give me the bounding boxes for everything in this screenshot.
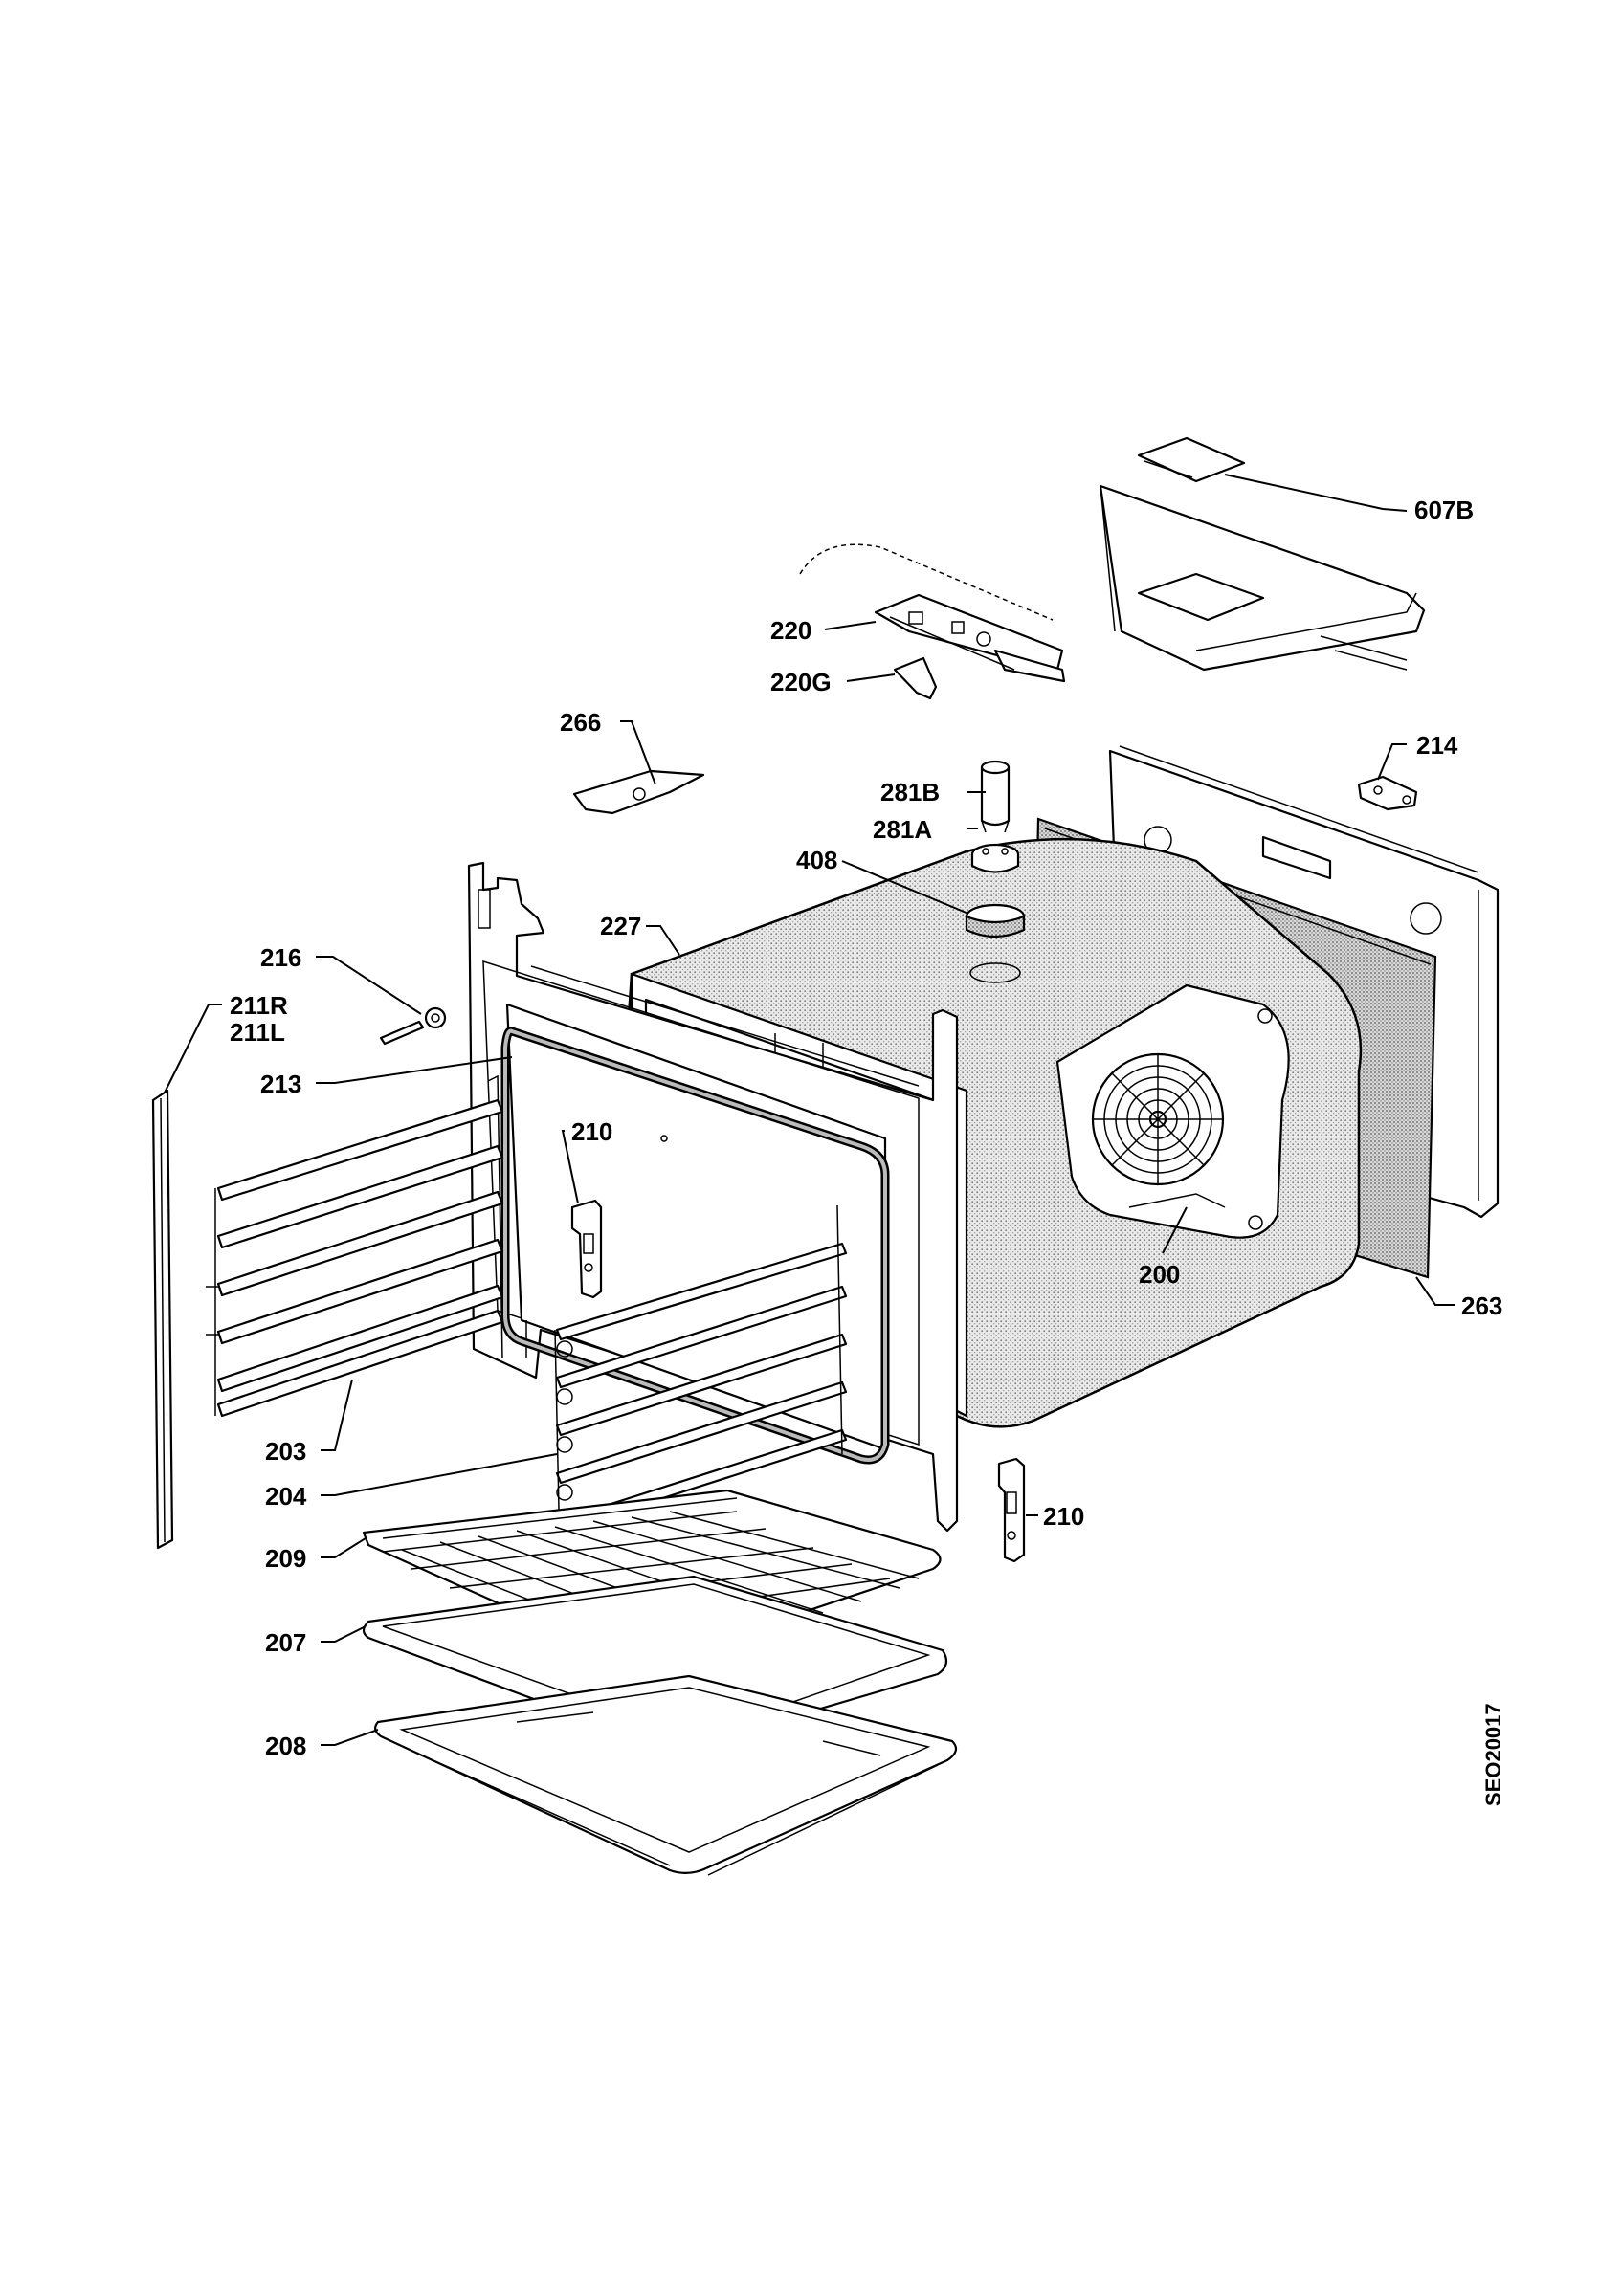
label-220G: 220G [770, 668, 832, 696]
label-213: 213 [260, 1070, 301, 1098]
roasting-pan-208 [374, 1674, 958, 1876]
clip-266 [572, 769, 705, 815]
label-281A: 281A [873, 815, 932, 844]
fan-cover-200 [1055, 983, 1290, 1239]
label-211L: 211L [230, 1018, 285, 1047]
leader-lines [164, 474, 1455, 1746]
front-frame [467, 861, 959, 1533]
label-200: 200 [1139, 1260, 1180, 1289]
bracket-220G [893, 656, 938, 700]
label-227: 227 [600, 912, 641, 940]
label-209: 209 [265, 1544, 306, 1573]
label-216: 216 [260, 943, 301, 972]
seal-strip-211 [151, 1089, 174, 1550]
latch-210-upper [570, 1199, 603, 1299]
label-207: 207 [265, 1628, 306, 1657]
diagram-code: SEO20017 [1481, 1703, 1505, 1806]
label-214: 214 [1416, 731, 1458, 760]
label-263: 263 [1461, 1292, 1502, 1320]
label-220: 220 [770, 616, 811, 645]
door-seal-213 [500, 1027, 890, 1465]
label-408: 408 [796, 846, 837, 874]
top-cover-panel [1099, 484, 1426, 672]
label-266: 266 [560, 708, 601, 737]
cover-plate-607B [1137, 436, 1246, 483]
label-281B: 281B [880, 778, 940, 806]
lamp-cover-281B [980, 760, 1011, 833]
clip-214 [1357, 775, 1418, 811]
label-607B: 607B [1414, 496, 1474, 524]
label-211R: 211R [230, 991, 288, 1020]
shelf-runner-203 [206, 1074, 504, 1418]
lamp-holder-281A [970, 843, 1020, 873]
label-203: 203 [265, 1437, 306, 1466]
screw-216 [379, 1006, 447, 1046]
label-204: 204 [265, 1482, 307, 1511]
latch-210-lower [997, 1457, 1026, 1563]
label-210-lower: 210 [1043, 1502, 1084, 1531]
lamp-glass-408 [965, 903, 1026, 983]
label-208: 208 [265, 1732, 306, 1760]
part-labels: 607B 220 220G 266 214 281B 281A 408 227 … [230, 496, 1505, 1806]
label-210-upper: 210 [571, 1117, 612, 1146]
bracket-220 [799, 543, 1066, 683]
